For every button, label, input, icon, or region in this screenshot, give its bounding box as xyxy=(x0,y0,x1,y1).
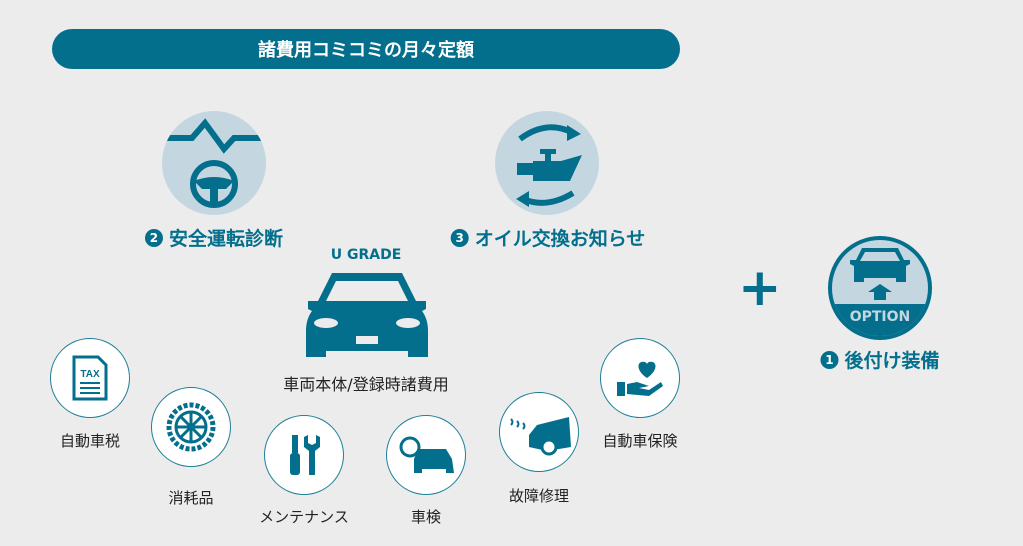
insurance-hand-heart-icon xyxy=(617,361,663,396)
steering-wheel-icon xyxy=(162,118,266,208)
feature-label: 安全運転診断 xyxy=(168,228,284,250)
option-badge: OPTION xyxy=(832,304,928,336)
number-badge: 1 xyxy=(820,350,839,369)
number-badge: 3 xyxy=(450,228,469,247)
inspection-circle xyxy=(386,415,466,495)
option-circle: OPTION xyxy=(828,236,932,340)
tire-circle xyxy=(151,387,231,467)
safe-driving-circle xyxy=(162,111,266,215)
option-label-text: 後付け装備 xyxy=(844,350,940,372)
grade-label: U GRADE xyxy=(330,247,402,263)
svg-text:TAX: TAX xyxy=(80,369,100,380)
car-icon xyxy=(306,273,428,357)
option-label: 1 後付け装備 xyxy=(820,346,940,373)
item-label: 自動車保険 xyxy=(602,432,678,450)
tax-circle: TAX xyxy=(50,338,130,418)
feature-safe-driving: 2 安全運転診断 xyxy=(144,224,284,251)
car-lift-icon xyxy=(850,248,910,300)
car-price-label: 車両本体/登録時諸費用 xyxy=(283,375,449,394)
item-label: 消耗品 xyxy=(168,489,214,507)
oil-change-icon xyxy=(516,124,582,207)
number-badge: 2 xyxy=(144,228,163,247)
tools-circle xyxy=(264,415,344,495)
item-label: 故障修理 xyxy=(508,487,570,505)
car-inspection-icon xyxy=(399,436,454,473)
feature-label: オイル交換お知らせ xyxy=(474,228,646,250)
tools-icon xyxy=(290,435,320,475)
item-label: メンテナンス xyxy=(259,508,349,526)
tire-icon xyxy=(166,402,216,452)
feature-oil-change: 3 オイル交換お知らせ xyxy=(450,224,646,251)
item-label: 自動車税 xyxy=(59,432,121,450)
plus-sign: + xyxy=(738,258,782,318)
repair-circle xyxy=(499,392,579,472)
insurance-circle xyxy=(600,338,680,418)
broken-car-icon xyxy=(510,417,571,456)
item-label: 車検 xyxy=(410,508,442,526)
tax-document-icon: TAX xyxy=(72,355,108,401)
plan-banner: 諸費用コミコミの月々定額 xyxy=(52,29,680,69)
oil-change-circle xyxy=(495,111,599,215)
